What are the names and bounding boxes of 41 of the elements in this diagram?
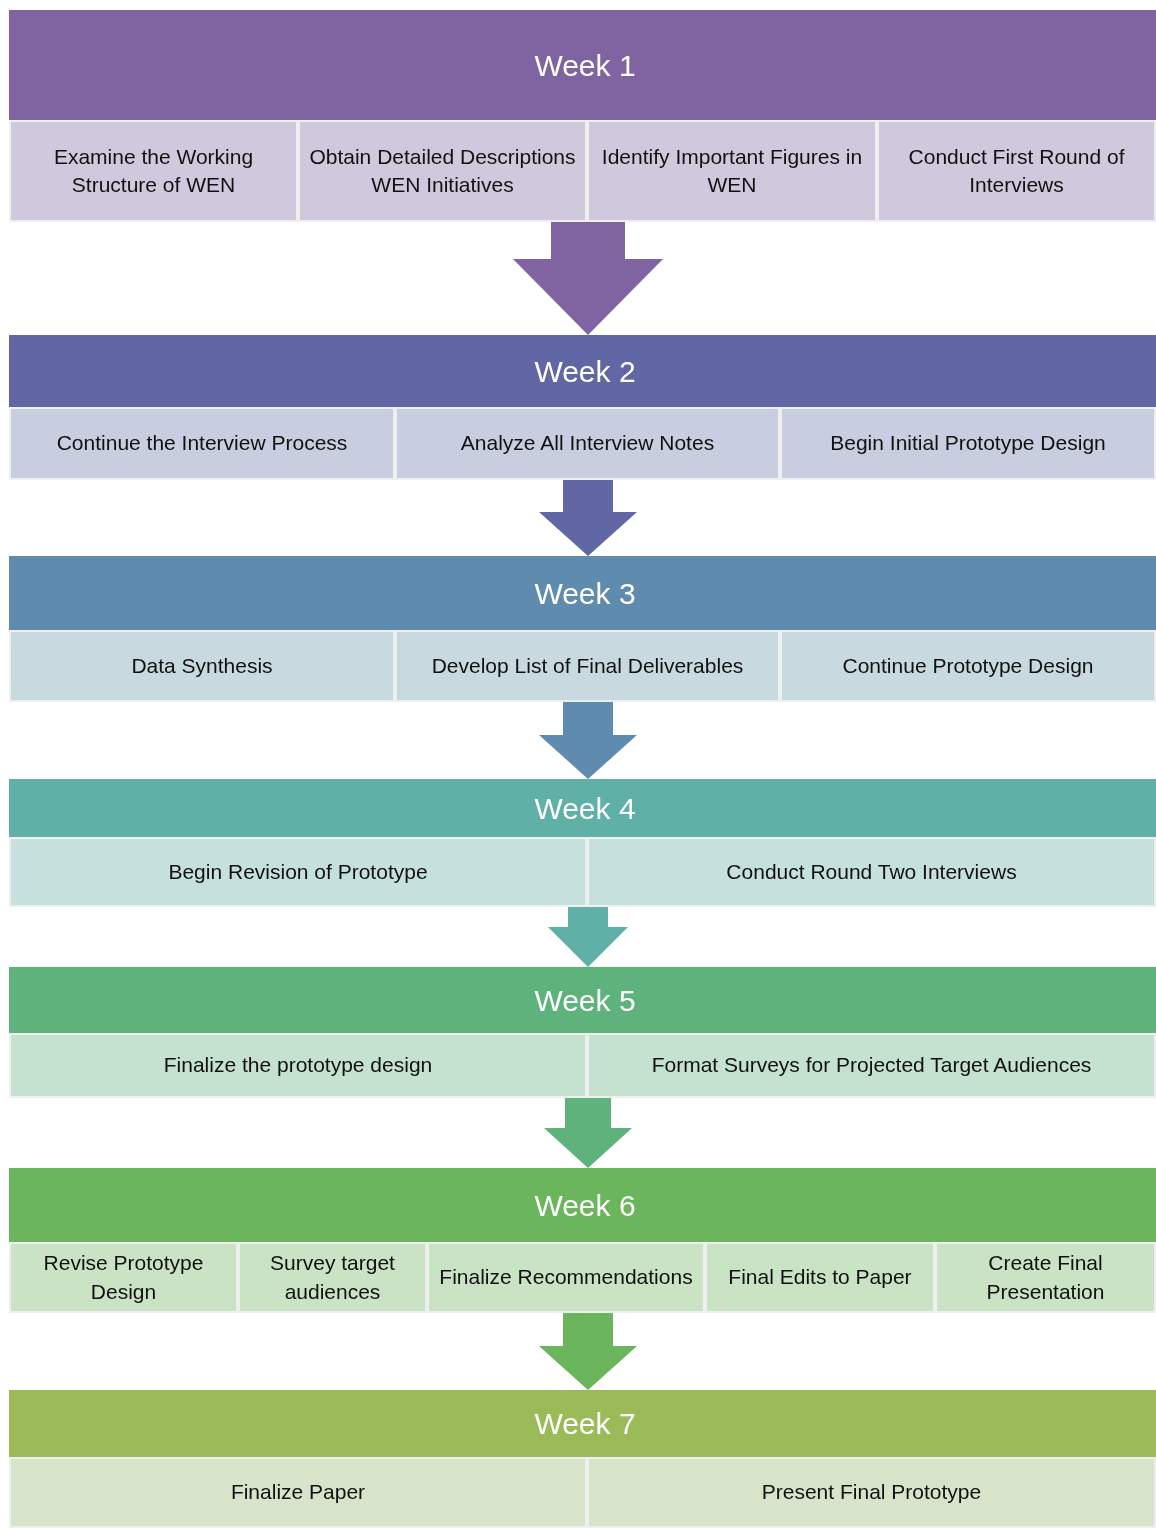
block-arrow [544, 1098, 632, 1168]
week-band [9, 1390, 1156, 1528]
task-box: Revise Prototype Design [9, 1242, 238, 1313]
week-band [9, 10, 1156, 222]
week-band [9, 967, 1156, 1098]
week-band [9, 779, 1156, 907]
block-arrow [539, 702, 637, 779]
task-box: Begin Revision of Prototype [9, 837, 587, 907]
task-box: Create Final Presentation [935, 1242, 1156, 1313]
task-box: Develop List of Final Deliverables [395, 630, 780, 702]
week-heading: Week 5 [534, 982, 636, 1019]
week-heading: Week 3 [534, 575, 636, 612]
task-box: Begin Initial Prototype Design [780, 407, 1156, 480]
week-band [9, 1168, 1156, 1313]
task-box: Continue Prototype Design [780, 630, 1156, 702]
week-heading: Week 7 [534, 1406, 636, 1442]
week-heading: Week 6 [534, 1187, 636, 1224]
task-box: Present Final Prototype [587, 1457, 1156, 1528]
block-arrow [539, 1313, 637, 1390]
task-box: Data Synthesis [9, 630, 395, 702]
block-arrow [513, 222, 663, 335]
task-box: Identify Important Figures in WEN [587, 120, 877, 222]
task-box: Continue the Interview Process [9, 407, 395, 480]
week-heading: Week 2 [534, 353, 636, 390]
week-heading: Week 4 [534, 790, 636, 827]
task-box: Examine the Working Structure of WEN [9, 120, 298, 222]
task-box: Survey target audiences [238, 1242, 427, 1313]
task-box: Conduct First Round of Interviews [877, 120, 1156, 222]
task-box: Conduct Round Two Interviews [587, 837, 1156, 907]
week-band [9, 335, 1156, 480]
task-box: Finalize Paper [9, 1457, 587, 1528]
week-heading: Week 1 [534, 47, 636, 84]
task-box: Final Edits to Paper [705, 1242, 935, 1313]
task-box: Obtain Detailed Descriptions WEN Initiatives [298, 120, 587, 222]
task-box: Format Surveys for Projected Target Audiences [587, 1033, 1156, 1098]
task-box: Finalize Recommendations [427, 1242, 705, 1313]
task-box: Finalize the prototype design [9, 1033, 587, 1098]
block-arrow [548, 907, 628, 967]
task-box: Analyze All Interview Notes [395, 407, 780, 480]
block-arrow [539, 480, 637, 556]
week-band [9, 556, 1156, 702]
